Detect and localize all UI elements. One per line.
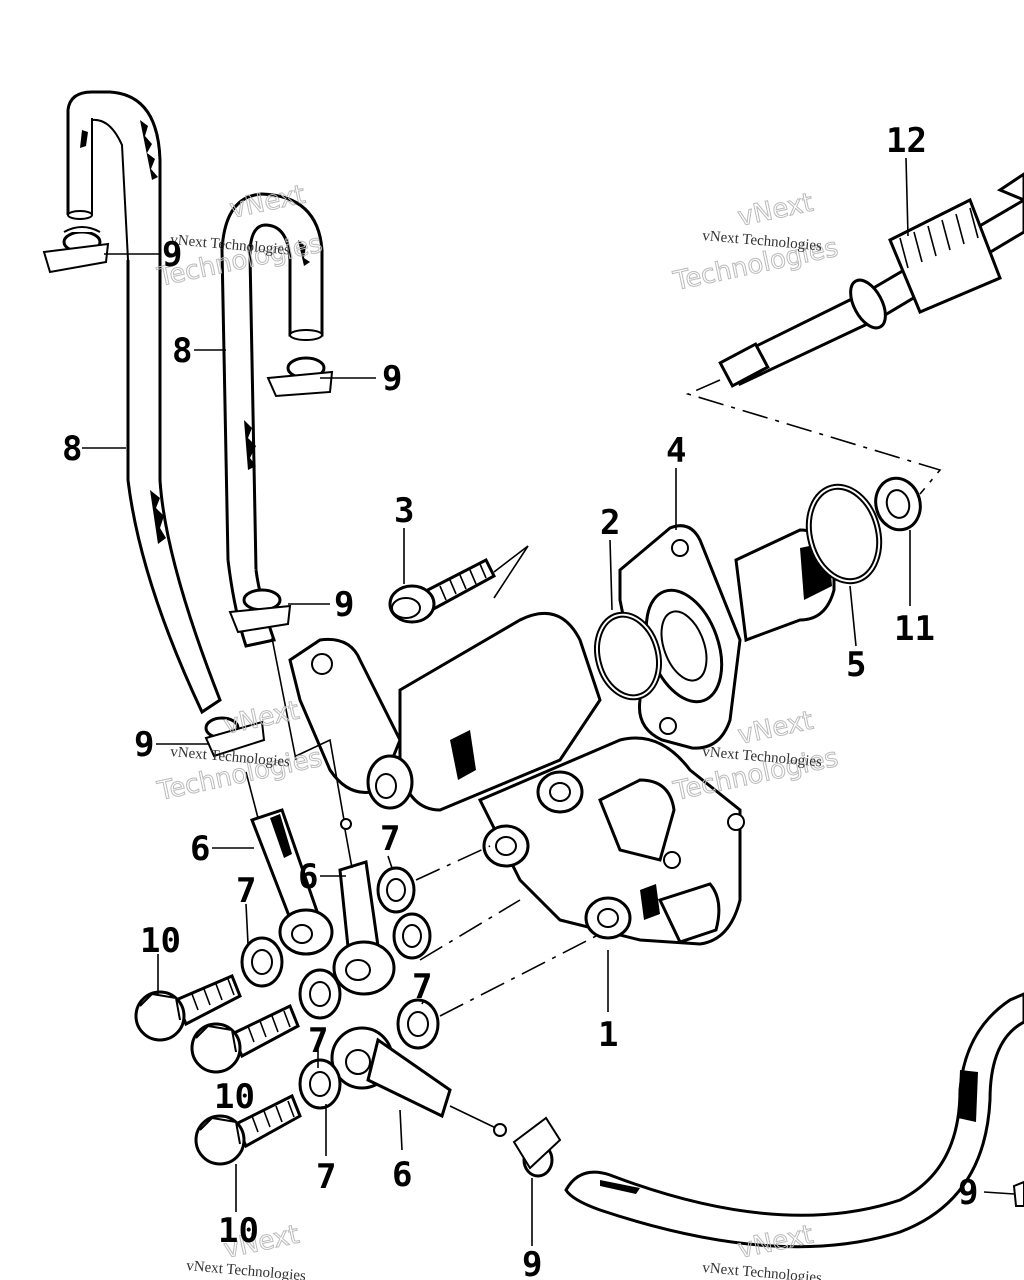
gear-shaft [718, 172, 1024, 388]
callout-7-d: 7 [308, 1021, 328, 1061]
clamp-6 [1012, 1180, 1024, 1207]
callout-6-lower: 6 [392, 1155, 412, 1195]
callout-9-bottom-right: 9 [958, 1173, 978, 1213]
hose-left [66, 90, 222, 715]
callout-10-top: 10 [140, 921, 181, 961]
washer-7e [396, 998, 440, 1050]
banjo-fitting-lower [330, 1026, 507, 1137]
callout-labels: 12 4 2 3 5 11 1 8 8 9 9 9 9 9 9 6 6 6 7 … [62, 121, 978, 1280]
callout-9-bottom: 9 [522, 1245, 542, 1280]
callout-7-a: 7 [380, 819, 400, 859]
callout-9-left: 9 [134, 725, 154, 765]
callout-6-upper-right: 6 [298, 857, 318, 897]
svg-text:vNext: vNext [735, 706, 816, 751]
callout-7-c: 7 [412, 967, 432, 1007]
washer-11 [874, 476, 922, 532]
washer-7f [298, 1058, 342, 1110]
assembly-lines [271, 379, 942, 1017]
washer-7a [376, 866, 416, 914]
callout-8-left: 8 [62, 429, 82, 469]
washer-7d [298, 968, 342, 1020]
clamp-2 [266, 356, 334, 398]
watermark-top-right: vNext Technologies vNext Technologies [670, 187, 842, 297]
callout-10-bottom: 10 [218, 1211, 259, 1251]
callout-7-b: 7 [236, 871, 256, 911]
callout-9-middle: 9 [334, 585, 354, 625]
bolt-10b [190, 1003, 300, 1074]
o-ring-small [594, 611, 662, 701]
bolt-10a [134, 974, 242, 1042]
callout-1: 1 [598, 1015, 618, 1055]
callout-3: 3 [394, 491, 414, 531]
svg-text:vNext Technologies: vNext Technologies [186, 1258, 307, 1280]
washer-7c [240, 936, 284, 988]
clamp-5 [512, 1116, 562, 1178]
bolt-10c [194, 1093, 302, 1166]
callout-4: 4 [666, 431, 686, 471]
callout-11: 11 [894, 609, 935, 649]
callout-7-e: 7 [316, 1157, 336, 1197]
callout-2: 2 [600, 503, 620, 543]
callout-9-top-middle: 9 [382, 359, 402, 399]
callout-9-top-left: 9 [162, 235, 182, 275]
svg-text:vNext Technologies: vNext Technologies [702, 1260, 823, 1280]
banjo-fitting-upper-left [245, 771, 334, 956]
svg-text:vNext: vNext [735, 188, 816, 233]
callout-12: 12 [886, 121, 927, 161]
watermark-mid-left: vNext Technologies vNext Technologies [154, 695, 326, 807]
bolt-3 [388, 557, 496, 624]
o-ring-large [805, 483, 883, 585]
hose-lower [564, 992, 1024, 1249]
clamp-3 [228, 588, 292, 634]
callout-8-middle: 8 [172, 331, 192, 371]
callout-10-middle: 10 [214, 1077, 255, 1117]
callout-5: 5 [846, 645, 866, 685]
clamp-4 [204, 716, 266, 758]
callout-6-upper-left: 6 [190, 829, 210, 869]
leader-lines [82, 157, 1015, 1246]
banjo-fitting-upper-right [332, 818, 396, 996]
washer-7b [392, 912, 432, 960]
clamp-1 [42, 226, 110, 274]
